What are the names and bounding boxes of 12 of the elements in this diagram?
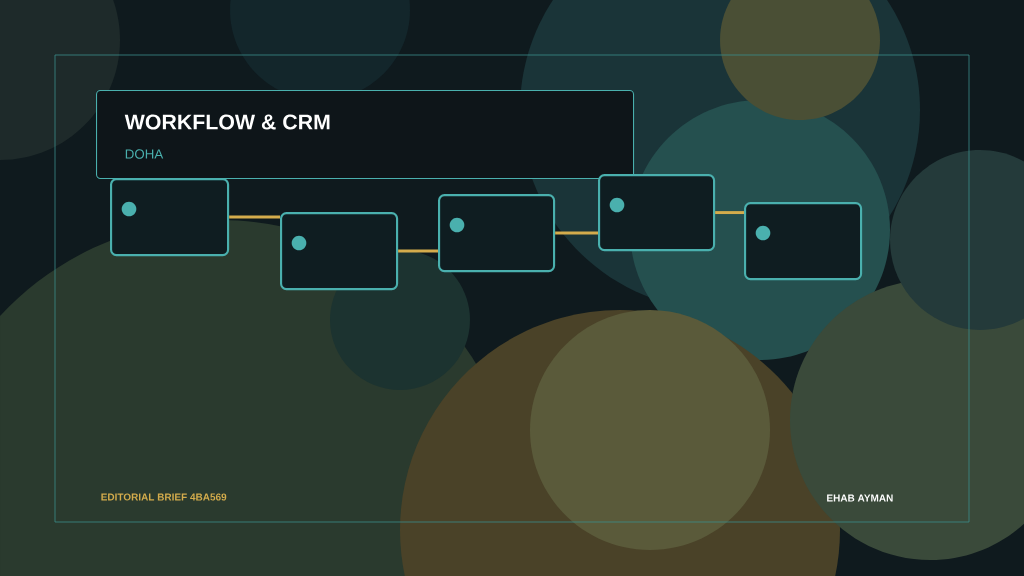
header-box: WORKFLOW & CRM DOHA [96,90,635,180]
step-box [598,174,716,252]
connector-line [555,231,598,235]
step-box [280,212,399,291]
step-box [438,194,556,273]
step-box [744,202,863,281]
connector-line [229,215,280,219]
step-box [110,178,230,257]
author-name: EHAB AYMAN [827,494,893,502]
footer-note: EDITORIAL BRIEF 4BA569 [101,493,227,501]
connector-line [715,211,744,215]
connector-line [398,249,438,253]
